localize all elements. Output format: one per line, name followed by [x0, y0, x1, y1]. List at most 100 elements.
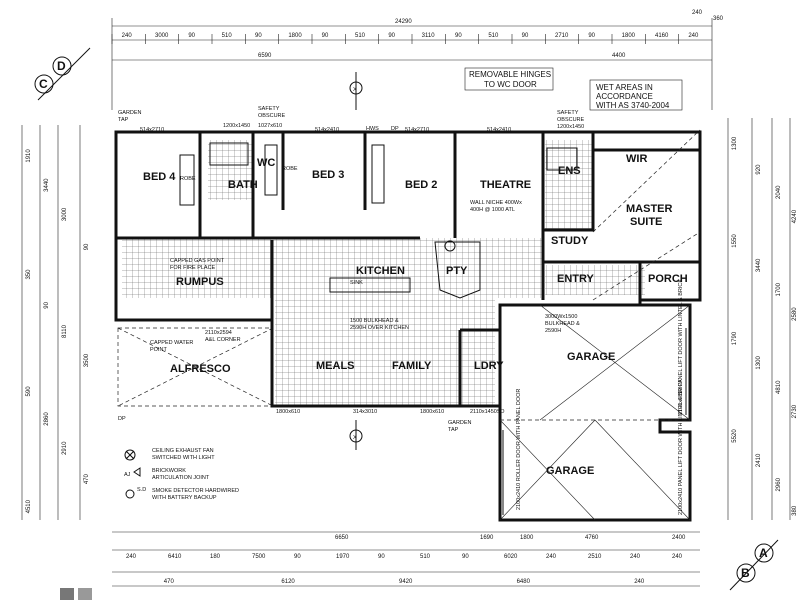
room-meals: MEALS: [316, 360, 355, 372]
opening-2: 514x2410: [315, 127, 339, 133]
legend-exhaust: CEILING EXHAUST FAN SWITCHED WITH LIGHT: [124, 448, 215, 461]
dim-bot1-6: 90: [378, 554, 385, 560]
opening-9: 314x3010: [353, 409, 377, 415]
robe-label-1: ROBE: [180, 176, 196, 182]
section-marker-top: X: [349, 72, 363, 110]
room-ens: ENS: [558, 165, 581, 177]
dim-bot1-0: 240: [126, 554, 137, 560]
sink-label: SINK: [350, 280, 363, 286]
room-alfresco: ALFRESCO: [170, 363, 231, 375]
dim-top-9: 3110: [422, 33, 436, 39]
dim-top-5: 1800: [288, 33, 302, 39]
room-wc: WC: [257, 157, 275, 169]
note-removable-hinges: REMOVABLE HINGES TO WC DOOR: [464, 67, 554, 91]
water-note-2: POINT: [150, 347, 167, 353]
axis-a-label: A: [759, 546, 768, 560]
corner-note-2: A&L CORNER: [205, 337, 241, 343]
dp-label-2: DP: [118, 416, 126, 422]
safety-note-2: OBSCURE: [258, 113, 286, 119]
dim-right-9: 1300: [756, 356, 762, 370]
room-study: STUDY: [551, 235, 589, 247]
dim-c2: 360: [713, 16, 724, 22]
section-x-bottom: X: [353, 435, 357, 441]
room-theatre: THEATRE: [480, 179, 531, 191]
room-garage: GARAGE: [567, 351, 615, 363]
dim-bot1-2: 180: [210, 554, 221, 560]
dim-bot1-4: 90: [294, 554, 301, 560]
section-marker-bottom: X: [349, 420, 363, 450]
dim-right-1: 920: [756, 164, 762, 175]
wet-line3: WITH AS 3740-2004: [596, 101, 670, 110]
hinges-line1: REMOVABLE HINGES: [469, 70, 551, 79]
dim-left-6: 8110: [62, 324, 68, 338]
dim-right-2: 2040: [776, 185, 782, 199]
dim-c1: 240: [692, 10, 703, 16]
niche-note-1: WALL NICHE 400Wx: [470, 200, 522, 206]
dim-bot1-3: 7500: [252, 554, 266, 560]
opening-10: 1800x610: [420, 409, 444, 415]
bulkhead-note-2: 2590H OVER KITCHEN: [350, 325, 409, 331]
dim-bot1-8: 90: [462, 554, 469, 560]
axis-d-label: D: [57, 59, 66, 73]
dim-b: 1690: [480, 535, 494, 541]
dim-top-4: 90: [255, 33, 262, 39]
note-wet-areas: WET AREAS IN ACCORDANCE WITH AS 3740-200…: [589, 79, 683, 111]
garden-tap-3: GARDEN: [448, 420, 472, 426]
building-outline: [114, 130, 702, 408]
legend-joint-2: ARTICULATION JOINT: [152, 475, 210, 481]
legend-smoke-1: SMOKE DETECTOR HARDWIRED: [152, 488, 239, 494]
garden-tap-2: TAP: [118, 117, 129, 123]
garage-outline: [498, 303, 692, 522]
axis-c-label: C: [39, 77, 48, 91]
room-family: FAMILY: [392, 360, 432, 372]
room-labels: BED 4 BATH WC BED 3 BED 2 THEATRE ENS WI…: [143, 153, 688, 477]
room-kitchen: KITCHEN: [356, 265, 405, 277]
opening-1: 514x2710: [140, 127, 164, 133]
right-dimensions: 1300920204042401550344017002580179013004…: [727, 118, 798, 520]
hinges-line2: TO WC DOOR: [484, 80, 537, 89]
dim-right-5: 3440: [756, 258, 762, 272]
dim-left-9: 2860: [44, 412, 50, 426]
safety-note-1: SAFETY: [258, 106, 280, 112]
articulation-joint-icon: [133, 467, 141, 477]
dim-right-14: 2960: [776, 477, 782, 491]
dim-a: 6650: [335, 535, 349, 541]
dim-right-4: 1550: [732, 234, 738, 248]
legend-exhaust-2: SWITCHED WITH LIGHT: [152, 455, 215, 461]
dim-top-0: 240: [122, 33, 133, 39]
dim-e: 2400: [672, 535, 686, 541]
gas-note-1: CAPPED GAS POINT: [170, 258, 225, 264]
room-porch: PORCH: [648, 273, 688, 285]
dim-bot1-13: 240: [672, 554, 683, 560]
dim-top-16: 4160: [655, 33, 669, 39]
dim-top-8: 90: [388, 33, 395, 39]
footer-logo-mark-2: [78, 588, 92, 600]
room-wir: WIR: [626, 153, 647, 165]
dim-right-10: 4810: [776, 380, 782, 394]
dim-top-3: 510: [222, 33, 233, 39]
legend-exhaust-1: CEILING EXHAUST FAN: [152, 448, 214, 454]
left-dimensions: 1910344030009035090811035005902860291047…: [21, 125, 90, 520]
water-note-1: CAPPED WATER: [150, 340, 193, 346]
legend-smoke-2: WITH BATTERY BACKUP: [152, 495, 217, 501]
dim-right-0: 1300: [732, 136, 738, 150]
garage-bulkhead-3: 2590H: [545, 328, 561, 334]
exhaust-fan-icon: [124, 449, 136, 461]
room-garage-lower: GARAGE: [546, 465, 594, 477]
garage-door-roller: 2100x2410 ROLLER DOOR WITH PANEL DOOR: [516, 389, 522, 510]
dim-c: 1800: [520, 535, 534, 541]
dim-left-1: 3440: [44, 178, 50, 192]
dim-top-10: 90: [455, 33, 462, 39]
dim-top-2: 90: [188, 33, 195, 39]
dim-left-2: 3000: [62, 207, 68, 221]
robe-label-2: ROBE: [282, 166, 298, 172]
room-entry: ENTRY: [557, 273, 595, 285]
legend-joint-1: BRICKWORK: [152, 468, 186, 474]
room-rumpus: RUMPUS: [176, 276, 224, 288]
garden-tap-1: GARDEN: [118, 110, 142, 116]
gas-note-2: FOR FIRE PLACE: [170, 265, 216, 271]
dim-right-8: 1790: [732, 331, 738, 345]
